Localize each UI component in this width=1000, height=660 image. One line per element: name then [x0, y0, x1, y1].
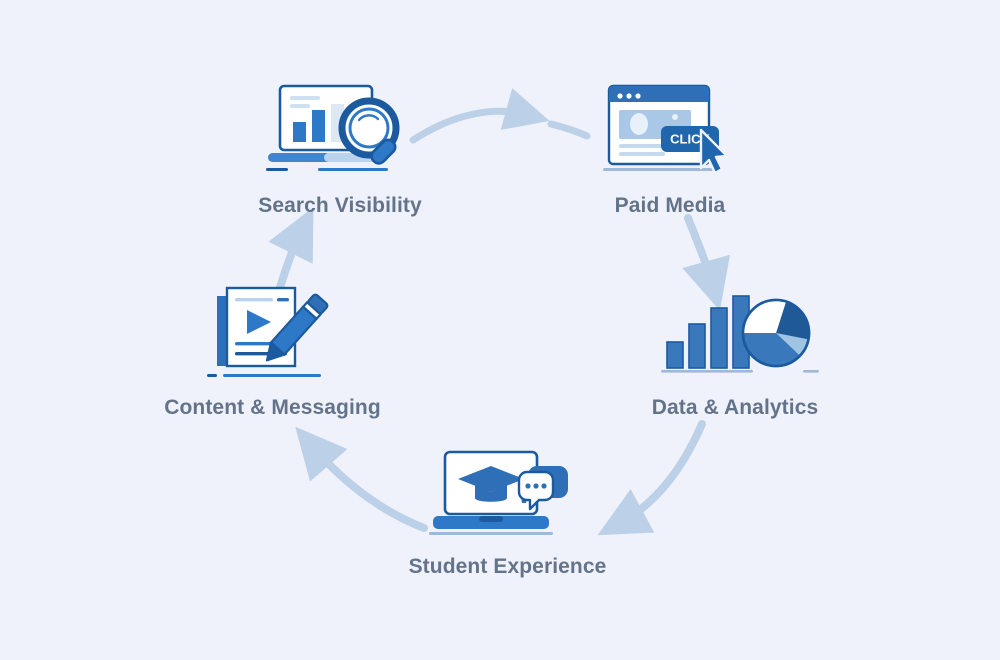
- arrow-search-to-paid: [409, 88, 591, 144]
- node-label-data-analytics: Data & Analytics: [651, 396, 819, 419]
- node-label-content-messaging: Content & Messaging: [164, 396, 381, 419]
- arrow-student-to-content: [295, 426, 428, 532]
- bar-chart-pie-chart-icon: [630, 282, 840, 382]
- node-label-paid-media: Paid Media: [614, 194, 726, 217]
- arrow-data-to-student: [597, 420, 706, 536]
- node-content-messaging[interactable]: Content & Messaging: [160, 282, 385, 420]
- arrow-paid-to-data: [682, 214, 731, 311]
- laptop-graduation-cap-chat-icon: [400, 446, 615, 541]
- node-student-experience[interactable]: Student Experience: [400, 446, 615, 579]
- laptop-bar-chart-magnifier-icon: [220, 80, 460, 180]
- node-data-analytics[interactable]: Data & Analytics: [630, 282, 840, 420]
- browser-window-click-cursor-icon: CLICK: [560, 80, 780, 180]
- node-label-search-visibility: Search Visibility: [258, 194, 422, 217]
- node-label-student-experience: Student Experience: [408, 555, 607, 578]
- document-play-pencil-icon: [160, 282, 385, 382]
- node-paid-media[interactable]: CLICK Paid Media: [560, 80, 780, 218]
- node-search-visibility[interactable]: Search Visibility: [220, 80, 460, 218]
